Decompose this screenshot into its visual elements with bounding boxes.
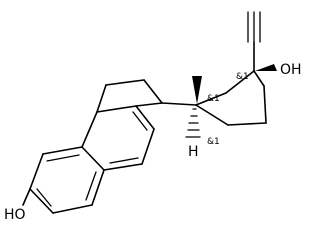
c14-h-label: H [188,144,199,160]
c17-stereo-label: &1 [236,72,249,82]
c14-stereo-label: &1 [207,137,220,147]
h14-hashed-wedge [185,108,201,138]
c13-stereo-label: &1 [207,94,220,104]
hydroxyl-wedge [255,64,277,71]
methyl-wedge [192,76,202,104]
ethynyl-group [247,11,261,72]
ring-b [81,105,155,171]
ring-a [29,146,105,214]
molecule-structure: HO OH H &1 &1 &1 [4,11,302,223]
ring-c [96,79,197,113]
ring-d [195,70,267,126]
phenol-oh-label: HO [4,207,26,223]
c17-oh-label: OH [280,62,302,78]
phenol-bond [22,188,31,206]
